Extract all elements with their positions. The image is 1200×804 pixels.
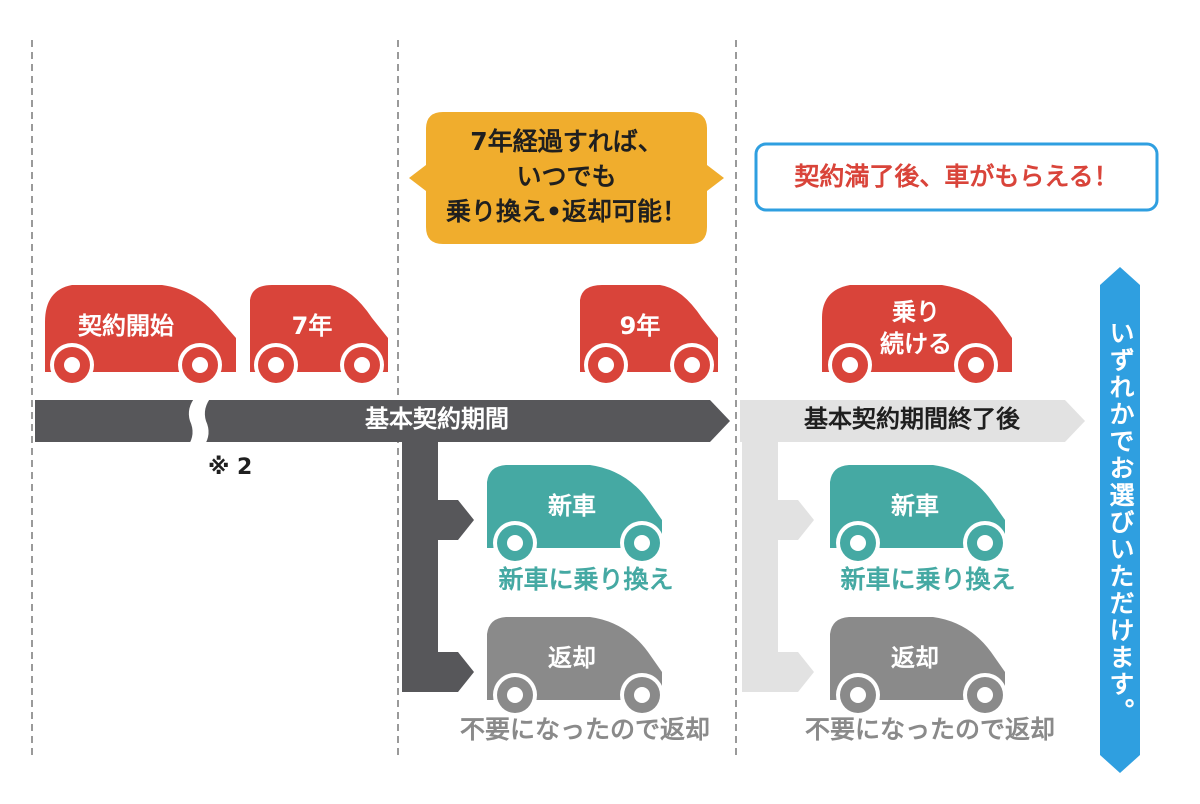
label-keep-driving: 乗り 続ける [880,296,952,360]
caption-new-car-main: 新車に乗り換え [498,565,674,594]
car-return-main [487,617,664,717]
label-return-after: 返却 [891,644,939,672]
label-keep-driving-line-2: 続ける [880,330,952,358]
blue-box-text: 契約満了後、車がもらえる！ [794,162,1119,191]
blue-box-outline [754,142,1159,212]
car-year-7 [250,285,388,387]
car-new-after [830,465,1007,565]
branch-connector-main [402,440,474,692]
caption-return-main: 不要になったので返却 [459,715,711,744]
after-period-bar [740,400,1085,442]
car-new-main [487,465,664,565]
side-banner-text: いずれかでお選びいただけます。 [1106,319,1135,725]
main-period-bar [35,400,730,442]
car-contract-start [45,285,236,387]
orange-bubble-line-1: 7年経過すれば、 [470,127,663,156]
main-period-label: 基本契約期間 [365,405,509,433]
label-keep-driving-line-1: 乗り [892,298,940,326]
caption-new-car-after: 新車に乗り換え [840,565,1016,594]
orange-bubble-shape [409,112,724,244]
label-year-7: 7年 [291,312,333,340]
orange-bubble-line-3: 乗り換え•返却可能！ [446,197,687,226]
orange-bubble-line-2: いつでも [516,162,617,191]
label-new-car-after: 新車 [891,492,939,520]
car-return-after [830,617,1007,717]
note-2: ※ 2 [208,455,253,480]
label-new-car-main: 新車 [548,492,596,520]
car-keep-driving [822,285,1012,387]
caption-return-after: 不要になったので返却 [804,715,1056,744]
after-period-label: 基本契約期間終了後 [804,405,1020,433]
label-return-main: 返却 [548,644,596,672]
label-year-9: 9年 [619,312,661,340]
orange-bubble-text: 7年経過すれば、 いつでも 乗り換え•返却可能！ [430,124,703,229]
timeline-break [188,396,212,446]
label-contract-start: 契約開始 [78,312,174,340]
branch-connector-after [742,440,814,692]
car-year-9 [580,285,718,387]
side-banner-shape [1100,267,1140,773]
